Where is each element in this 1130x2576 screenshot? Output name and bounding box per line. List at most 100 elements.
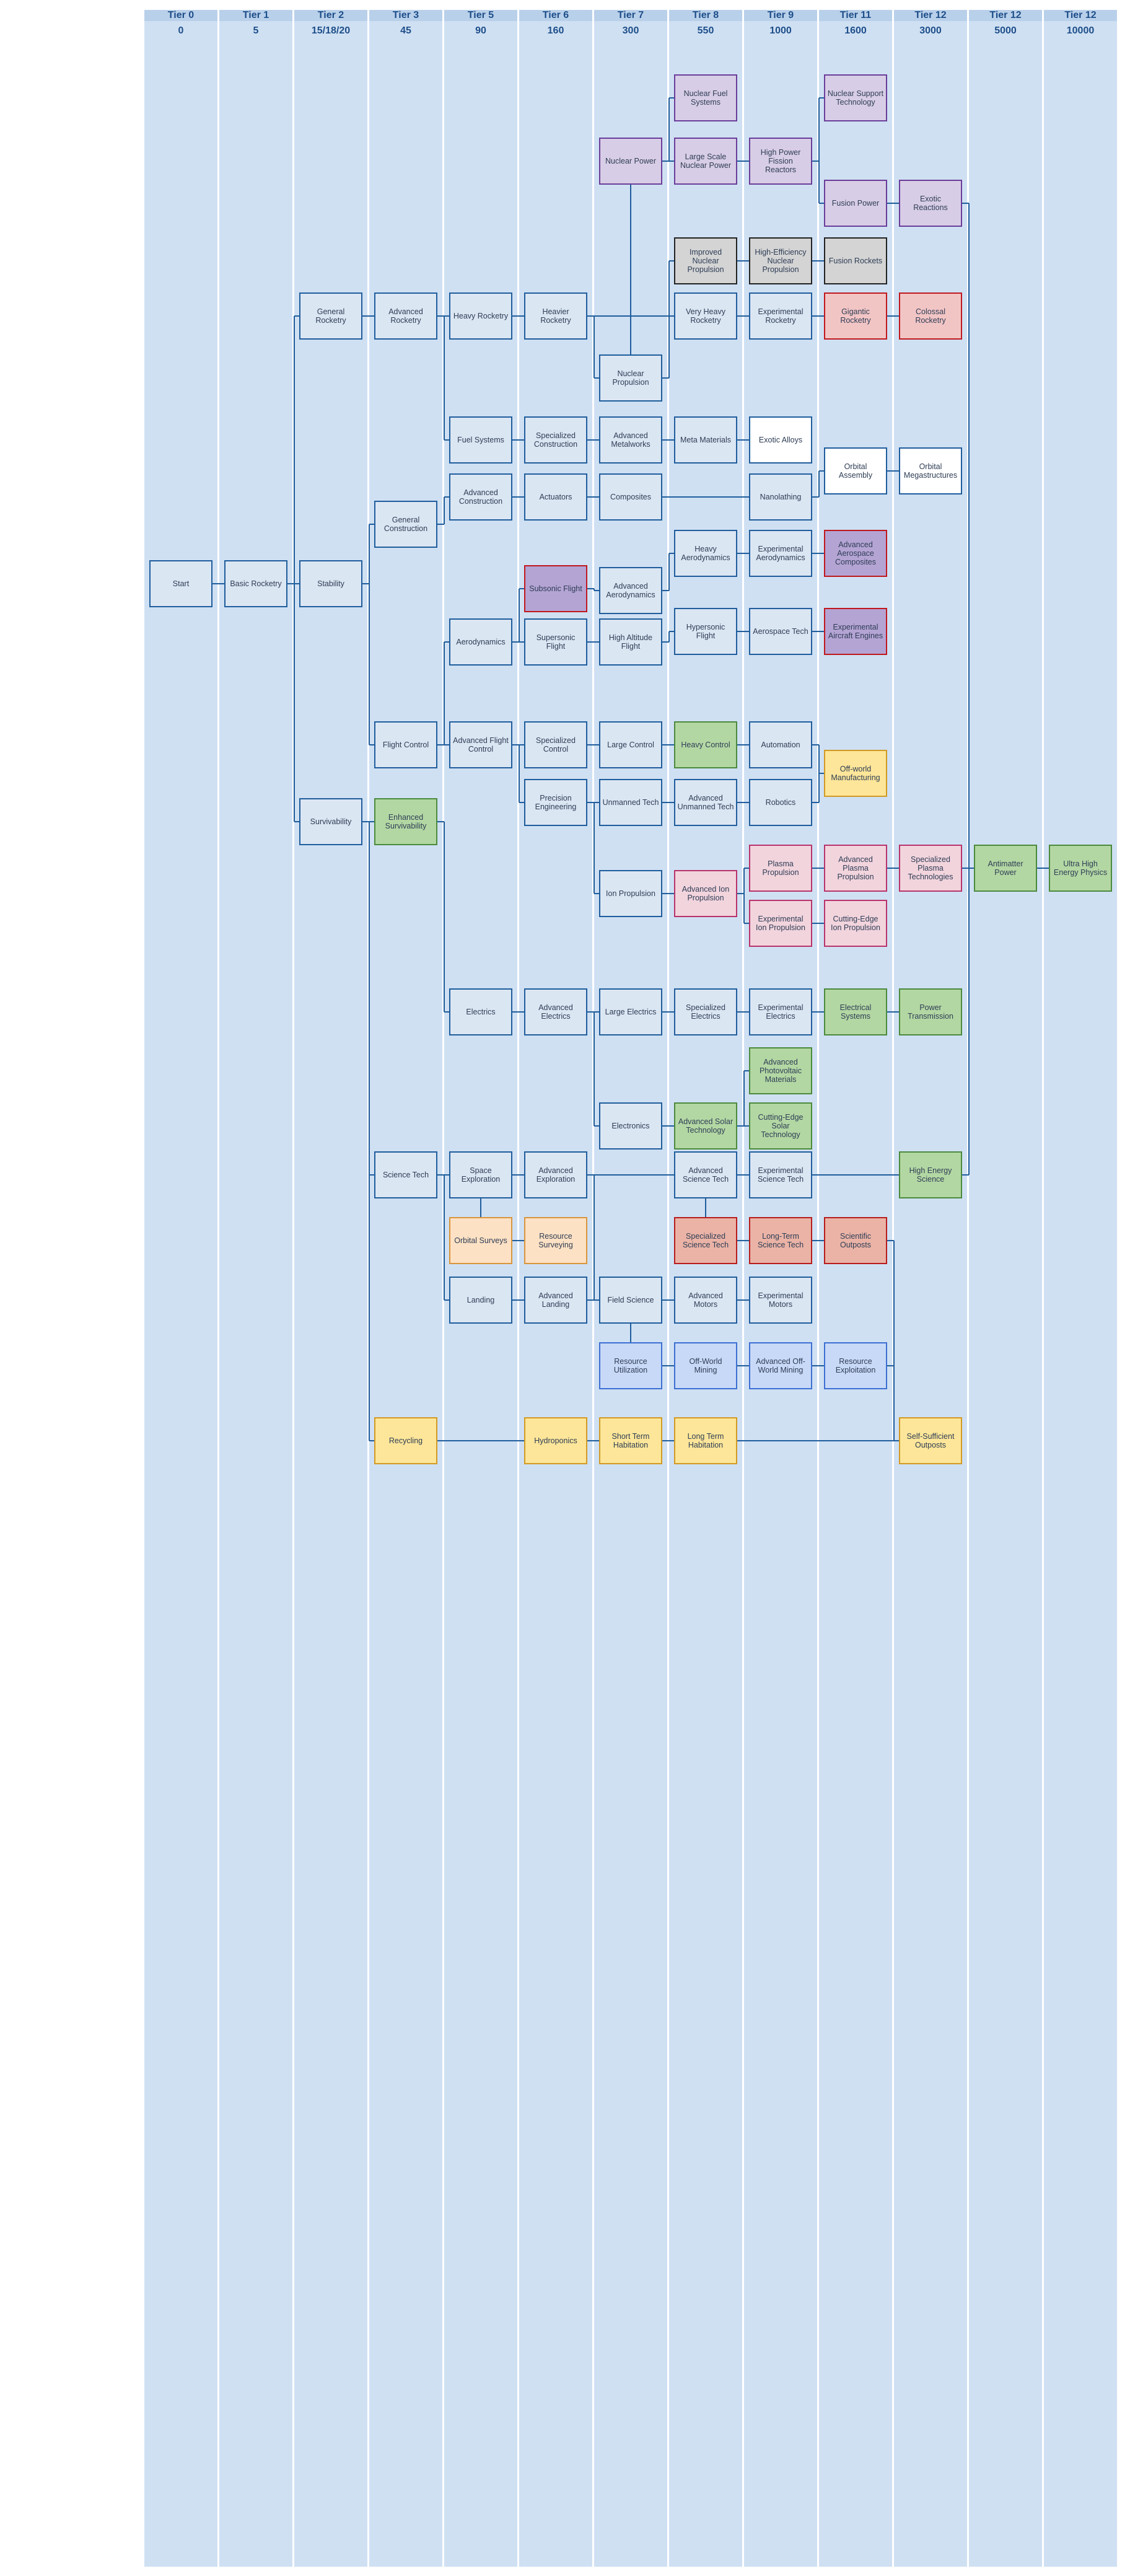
tech-node-nuclear-propulsion[interactable]: Nuclear Propulsion [599,354,662,402]
tech-node-high-energy-science[interactable]: High Energy Science [899,1151,962,1198]
tech-node-experimental-electrics[interactable]: Experimental Electrics [749,988,812,1035]
tech-node-power-transmission[interactable]: Power Transmission [899,988,962,1035]
tech-node-stability[interactable]: Stability [299,560,362,607]
tech-node-long-term-science-tech[interactable]: Long-Term Science Tech [749,1217,812,1264]
tech-node-high-power-fission-reactors[interactable]: High Power Fission Reactors [749,138,812,185]
tech-node-experimental-aircraft-engines[interactable]: Experimental Aircraft Engines [824,608,887,655]
tech-node-meta-materials[interactable]: Meta Materials [674,416,737,464]
tech-node-general-construction[interactable]: General Construction [374,501,437,548]
tech-node-specialized-electrics[interactable]: Specialized Electrics [674,988,737,1035]
tech-node-hydroponics[interactable]: Hydroponics [524,1417,587,1464]
tech-node-nuclear-power[interactable]: Nuclear Power [599,138,662,185]
tech-node-orbital-surveys[interactable]: Orbital Surveys [449,1217,512,1264]
tech-node-off-world-manufacturing[interactable]: Off-world Manufacturing [824,750,887,797]
tech-node-advanced-landing[interactable]: Advanced Landing [524,1277,587,1324]
tech-node-specialized-construction[interactable]: Specialized Construction [524,416,587,464]
tech-node-specialized-science-tech[interactable]: Specialized Science Tech [674,1217,737,1264]
tech-node-advanced-unmanned-tech[interactable]: Advanced Unmanned Tech [674,779,737,826]
tech-node-large-control[interactable]: Large Control [599,721,662,768]
tech-node-basic-rocketry[interactable]: Basic Rocketry [224,560,287,607]
tech-node-orbital-assembly[interactable]: Orbital Assembly [824,447,887,495]
tech-node-experimental-rocketry[interactable]: Experimental Rocketry [749,292,812,340]
tech-node-advanced-flight-control[interactable]: Advanced Flight Control [449,721,512,768]
tech-node-heavy-rocketry[interactable]: Heavy Rocketry [449,292,512,340]
tech-node-robotics[interactable]: Robotics [749,779,812,826]
tech-node-advanced-metalworks[interactable]: Advanced Metalworks [599,416,662,464]
tech-node-large-scale-nuclear-power[interactable]: Large Scale Nuclear Power [674,138,737,185]
tech-node-gigantic-rocketry[interactable]: Gigantic Rocketry [824,292,887,340]
tech-node-resource-surveying[interactable]: Resource Surveying [524,1217,587,1264]
tech-node-exotic-alloys[interactable]: Exotic Alloys [749,416,812,464]
tech-node-supersonic-flight[interactable]: Supersonic Flight [524,618,587,666]
tech-node-enhanced-survivability[interactable]: Enhanced Survivability [374,798,437,845]
tech-node-orbital-megastructures[interactable]: Orbital Megastructures [899,447,962,495]
tech-node-fusion-rockets[interactable]: Fusion Rockets [824,237,887,284]
tech-node-heavier-rocketry[interactable]: Heavier Rocketry [524,292,587,340]
tech-node-advanced-exploration[interactable]: Advanced Exploration [524,1151,587,1198]
tech-node-self-sufficient-outposts[interactable]: Self-Sufficient Outposts [899,1417,962,1464]
tech-node-colossal-rocketry[interactable]: Colossal Rocketry [899,292,962,340]
tech-node-fuel-systems[interactable]: Fuel Systems [449,416,512,464]
tech-node-advanced-electrics[interactable]: Advanced Electrics [524,988,587,1035]
tech-node-specialized-control[interactable]: Specialized Control [524,721,587,768]
tech-node-advanced-rocketry[interactable]: Advanced Rocketry [374,292,437,340]
tech-node-field-science[interactable]: Field Science [599,1277,662,1324]
tech-node-long-term-habitation[interactable]: Long Term Habitation [674,1417,737,1464]
tech-node-electrical-systems[interactable]: Electrical Systems [824,988,887,1035]
tech-node-ion-propulsion[interactable]: Ion Propulsion [599,870,662,917]
tech-node-advanced-solar-technology[interactable]: Advanced Solar Technology [674,1102,737,1150]
tech-node-nanolathing[interactable]: Nanolathing [749,473,812,521]
tech-node-electronics[interactable]: Electronics [599,1102,662,1150]
tech-node-plasma-propulsion[interactable]: Plasma Propulsion [749,845,812,892]
tech-node-electrics[interactable]: Electrics [449,988,512,1035]
tech-node-flight-control[interactable]: Flight Control [374,721,437,768]
tech-node-experimental-ion-propulsion[interactable]: Experimental Ion Propulsion [749,900,812,947]
tech-node-large-electrics[interactable]: Large Electrics [599,988,662,1035]
tech-node-off-world-mining[interactable]: Off-World Mining [674,1342,737,1389]
tech-node-short-term-habitation[interactable]: Short Term Habitation [599,1417,662,1464]
tech-node-general-rocketry[interactable]: General Rocketry [299,292,362,340]
tech-node-advanced-ion-propulsion[interactable]: Advanced Ion Propulsion [674,870,737,917]
tech-node-landing[interactable]: Landing [449,1277,512,1324]
tech-node-resource-utilization[interactable]: Resource Utilization [599,1342,662,1389]
tech-node-improved-nuclear-propulsion[interactable]: Improved Nuclear Propulsion [674,237,737,284]
tech-node-advanced-off-world-mining[interactable]: Advanced Off-World Mining [749,1342,812,1389]
tech-node-very-heavy-rocketry[interactable]: Very Heavy Rocketry [674,292,737,340]
tech-node-advanced-photovoltaic-materials[interactable]: Advanced Photovoltaic Materials [749,1047,812,1094]
tech-node-advanced-science-tech[interactable]: Advanced Science Tech [674,1151,737,1198]
tech-node-ultra-high-energy-physics[interactable]: Ultra High Energy Physics [1049,845,1112,892]
tech-node-specialized-plasma-technologies[interactable]: Specialized Plasma Technologies [899,845,962,892]
tech-node-high-altitude-flight[interactable]: High Altitude Flight [599,618,662,666]
tech-node-heavy-control[interactable]: Heavy Control [674,721,737,768]
tech-node-science-tech[interactable]: Science Tech [374,1151,437,1198]
tech-node-start[interactable]: Start [149,560,212,607]
tech-node-recycling[interactable]: Recycling [374,1417,437,1464]
tech-node-advanced-aerospace-composites[interactable]: Advanced Aerospace Composites [824,530,887,577]
tech-node-advanced-aerodynamics[interactable]: Advanced Aerodynamics [599,567,662,614]
tech-node-heavy-aerodynamics[interactable]: Heavy Aerodynamics [674,530,737,577]
tech-node-high-efficiency-nuclear-propulsion[interactable]: High-Efficiency Nuclear Propulsion [749,237,812,284]
tech-node-nuclear-fuel-systems[interactable]: Nuclear Fuel Systems [674,74,737,121]
tech-node-experimental-science-tech[interactable]: Experimental Science Tech [749,1151,812,1198]
tech-node-aerospace-tech[interactable]: Aerospace Tech [749,608,812,655]
tech-node-hypersonic-flight[interactable]: Hypersonic Flight [674,608,737,655]
tech-node-automation[interactable]: Automation [749,721,812,768]
tech-node-advanced-motors[interactable]: Advanced Motors [674,1277,737,1324]
tech-node-exotic-reactions[interactable]: Exotic Reactions [899,180,962,227]
tech-node-survivability[interactable]: Survivability [299,798,362,845]
tech-node-experimental-motors[interactable]: Experimental Motors [749,1277,812,1324]
tech-node-resource-exploitation[interactable]: Resource Exploitation [824,1342,887,1389]
tech-node-experimental-aerodynamics[interactable]: Experimental Aerodynamics [749,530,812,577]
tech-node-advanced-construction[interactable]: Advanced Construction [449,473,512,521]
tech-node-nuclear-support-technology[interactable]: Nuclear Support Technology [824,74,887,121]
tech-node-fusion-power[interactable]: Fusion Power [824,180,887,227]
tech-node-scientific-outposts[interactable]: Scientific Outposts [824,1217,887,1264]
tech-node-precision-engineering[interactable]: Precision Engineering [524,779,587,826]
tech-node-space-exploration[interactable]: Space Exploration [449,1151,512,1198]
tech-node-advanced-plasma-propulsion[interactable]: Advanced Plasma Propulsion [824,845,887,892]
tech-node-cutting-edge-ion-propulsion[interactable]: Cutting-Edge Ion Propulsion [824,900,887,947]
tech-node-actuators[interactable]: Actuators [524,473,587,521]
tech-node-composites[interactable]: Composites [599,473,662,521]
tech-node-unmanned-tech[interactable]: Unmanned Tech [599,779,662,826]
tech-node-cutting-edge-solar-technology[interactable]: Cutting-Edge Solar Technology [749,1102,812,1150]
